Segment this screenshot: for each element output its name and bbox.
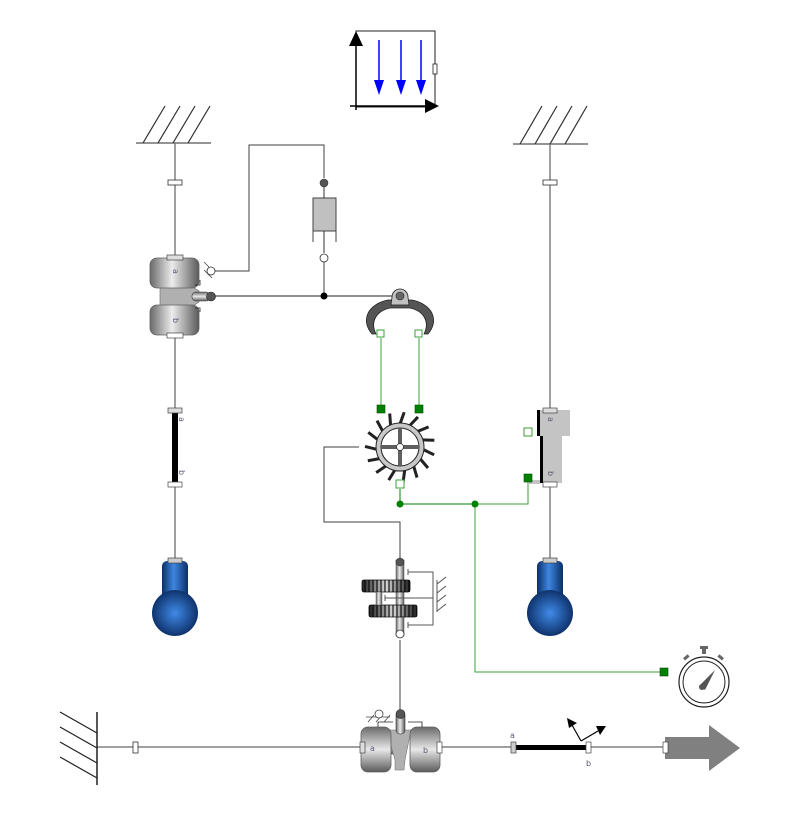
wire-wheel-to-gear	[323, 446, 401, 558]
port-frame-b	[132, 741, 139, 754]
escape-wheel-tooth	[408, 415, 420, 428]
port-label-a: a	[546, 417, 555, 422]
escape-wheel-tooth	[364, 445, 378, 451]
fixed-ground-icon[interactable]	[513, 105, 588, 145]
frame-axes-icon	[567, 718, 606, 742]
port-frame-b	[542, 179, 558, 186]
escape-wheel-tooth	[387, 468, 397, 481]
port-label-b: b	[546, 471, 555, 476]
signal-bus-right	[475, 478, 529, 505]
port-label-b: b	[586, 759, 591, 768]
fixed-translation-icon[interactable]: a b	[510, 731, 592, 768]
gear-icon[interactable]	[361, 557, 447, 639]
body-sphere-icon[interactable]	[152, 557, 198, 636]
port-label-b: b	[171, 318, 180, 323]
port-frame-b	[167, 179, 183, 186]
signal-junction-1	[396, 500, 404, 508]
escape-wheel-tooth	[418, 457, 430, 469]
wire-support-to-spring	[215, 144, 325, 272]
escape-wheel-tooth	[416, 425, 430, 433]
spring-damper-icon[interactable]	[312, 178, 337, 263]
escape-wheel-tooth	[367, 457, 381, 463]
support-port	[206, 266, 216, 276]
escape-wheel-icon[interactable]	[364, 404, 435, 489]
port-label-a: a	[177, 417, 186, 422]
mech-junction	[320, 292, 328, 300]
mechanical-connections	[97, 143, 663, 748]
signal-to-clock	[474, 504, 663, 673]
prismatic-joint-icon[interactable]: a b	[523, 407, 570, 488]
escape-wheel-tooth	[412, 465, 419, 478]
body-sphere-icon[interactable]	[527, 557, 573, 636]
escape-wheel-tooth	[388, 413, 393, 427]
force-arrow-icon[interactable]	[662, 725, 740, 771]
escape-wheel-tooth	[367, 431, 380, 442]
fixed-wall-icon[interactable]	[59, 711, 98, 785]
escape-wheel-tooth	[375, 464, 388, 474]
port-label-a: a	[510, 731, 515, 740]
signal-junction-2	[471, 500, 479, 508]
revolute-joint-icon[interactable]: a b	[359, 709, 443, 773]
port-label-a: a	[171, 269, 180, 274]
port-label-b: b	[177, 470, 186, 475]
escape-wheel-tooth	[398, 411, 406, 425]
signal-connections	[380, 338, 663, 673]
escape-wheel-tooth	[375, 419, 385, 433]
port-label-a: a	[370, 744, 375, 753]
escape-wheel-tooth	[422, 448, 435, 457]
fixed-translation-icon[interactable]: a b	[167, 407, 186, 488]
port-label-b: b	[423, 746, 428, 755]
gravity-field-icon[interactable]	[349, 30, 439, 113]
stopwatch-icon[interactable]	[659, 646, 730, 708]
fixed-ground-icon[interactable]	[136, 105, 211, 144]
pallet-fork-icon[interactable]	[366, 288, 434, 338]
revolute-joint-icon[interactable]: a b	[149, 254, 216, 339]
